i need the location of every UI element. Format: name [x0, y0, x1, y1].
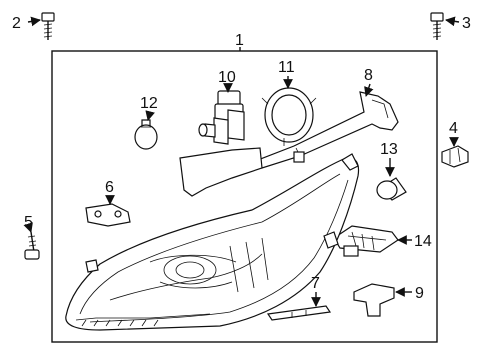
callout-9: 9: [415, 285, 424, 302]
assembly-frame: [51, 50, 438, 343]
callout-13: 13: [380, 141, 398, 158]
leader-lines: [23, 16, 460, 307]
callout-11: 11: [278, 59, 295, 76]
part-4-clip[interactable]: [441, 145, 469, 168]
part-3-screw[interactable]: [430, 12, 444, 40]
part-9-housing[interactable]: [353, 283, 395, 317]
callout-7: 7: [311, 275, 320, 292]
callout-1: 1: [235, 32, 244, 49]
part-5-bolt[interactable]: [24, 231, 40, 260]
callout-6: 6: [105, 179, 114, 196]
part-14-module[interactable]: [333, 225, 399, 257]
part-12-bulb[interactable]: [134, 119, 158, 150]
part-7-strip[interactable]: [266, 305, 332, 321]
part-11-ring[interactable]: [261, 87, 317, 146]
callout-10: 10: [218, 69, 236, 86]
callout-8: 8: [364, 67, 373, 84]
callout-12: 12: [140, 95, 158, 112]
part-2-screw[interactable]: [41, 12, 55, 40]
part-10-hid-bulb[interactable]: [198, 90, 245, 145]
callout-3: 3: [462, 15, 471, 32]
callout-4: 4: [449, 120, 458, 137]
part-8-bracket[interactable]: [257, 91, 399, 169]
callout-2: 2: [12, 15, 21, 32]
part-13-bulb[interactable]: [376, 177, 407, 201]
part-6-bracket[interactable]: [85, 203, 131, 227]
callout-14: 14: [414, 233, 432, 250]
headlamp-housing: [65, 147, 360, 331]
callout-5: 5: [24, 214, 33, 231]
